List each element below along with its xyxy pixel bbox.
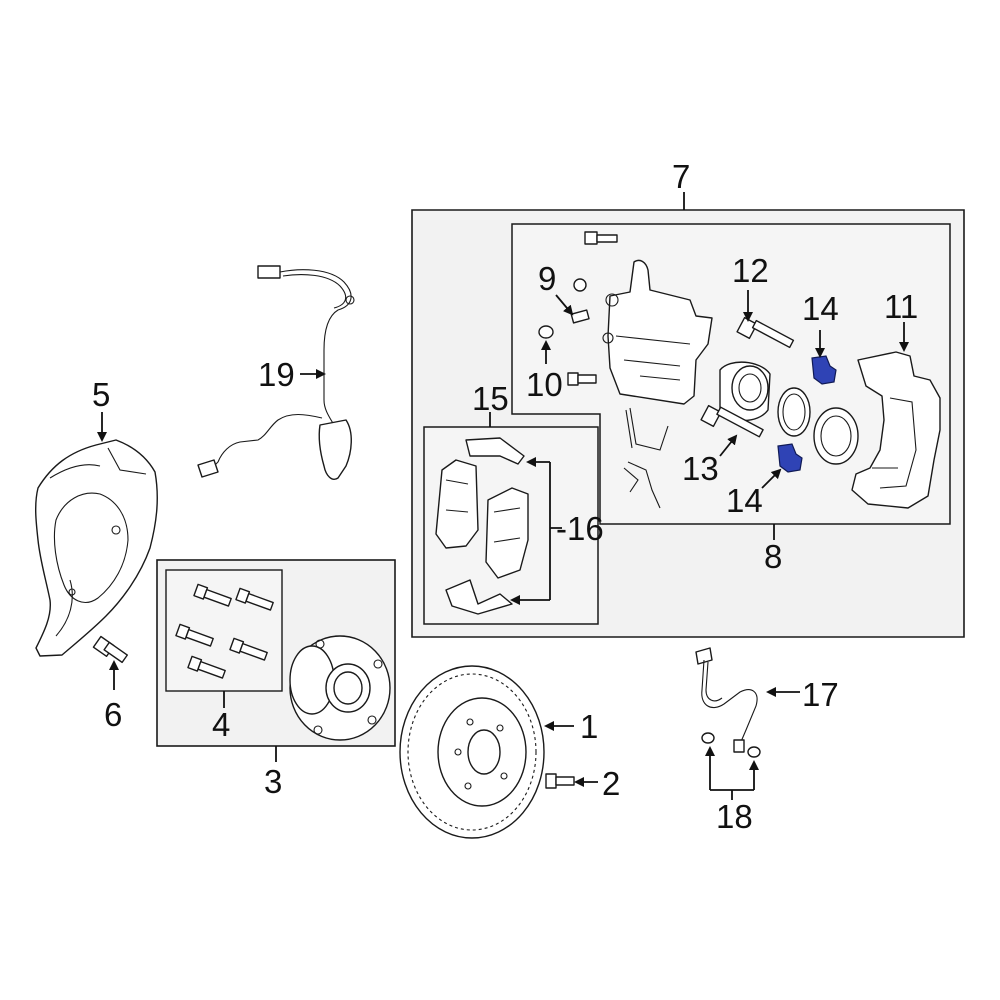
wheel-hub-part [289,635,391,741]
callout-6: 6 [104,696,122,733]
leader-18-bracket [710,789,754,800]
callout-12: 12 [732,252,769,289]
callout-19: 19 [258,356,295,393]
leader-16-bracket [549,462,562,600]
callout-7: 7 [672,158,690,195]
leader-9 [555,294,574,316]
bleeder-screw-part [570,278,590,324]
callout-8: 8 [764,538,782,575]
speed-sensor-harness-part [197,265,355,480]
hub-bolt-studs-part [175,583,274,679]
guide-pin-lower-part [700,404,764,438]
callout-13: 13 [682,450,719,487]
callout-15: 15 [472,380,509,417]
callout-14-lower: 14 [726,482,763,519]
guide-pin-boot-upper-part [811,355,837,385]
anti-rattle-springs-part [623,407,669,509]
callout-14-upper: 14 [802,290,839,327]
caliper-bracket-part [851,351,941,509]
guide-pin-upper-part [736,316,795,349]
brake-rotor-part [399,665,545,839]
leader-13 [719,434,738,457]
guide-pin-boot-lower-part [777,443,803,473]
caliper-body-part [602,259,713,405]
rotor-screw-part [545,773,575,789]
pad-shim-upper-part [465,437,525,465]
callout-16: -16 [556,510,604,547]
brake-pad-inner-part [485,487,529,579]
caliper-bolt-lower-part [567,372,597,386]
leader-14b [761,468,782,489]
callout-2: 2 [602,765,620,802]
pad-shim-lower-part [445,579,513,615]
caliper-bolt-top-part [584,231,618,245]
callout-11: 11 [884,288,918,325]
dust-boot-part [813,407,859,465]
caliper-piston-part [719,361,771,422]
brake-pad-outer-part [435,459,479,549]
hose-washers-part [701,732,761,758]
callout-10: 10 [526,366,563,403]
callout-9: 9 [538,260,556,297]
callout-3: 3 [264,763,282,800]
shield-bolt-part [92,635,129,664]
brake-hose-part [695,647,758,753]
splash-shield-part [35,439,158,657]
callout-17: 17 [802,676,839,713]
callout-18: 18 [716,798,753,835]
piston-seal-part [777,387,811,437]
bleeder-cap-part [538,325,554,339]
callout-5: 5 [92,376,110,413]
callout-1: 1 [580,708,598,745]
callout-4: 4 [212,706,230,743]
